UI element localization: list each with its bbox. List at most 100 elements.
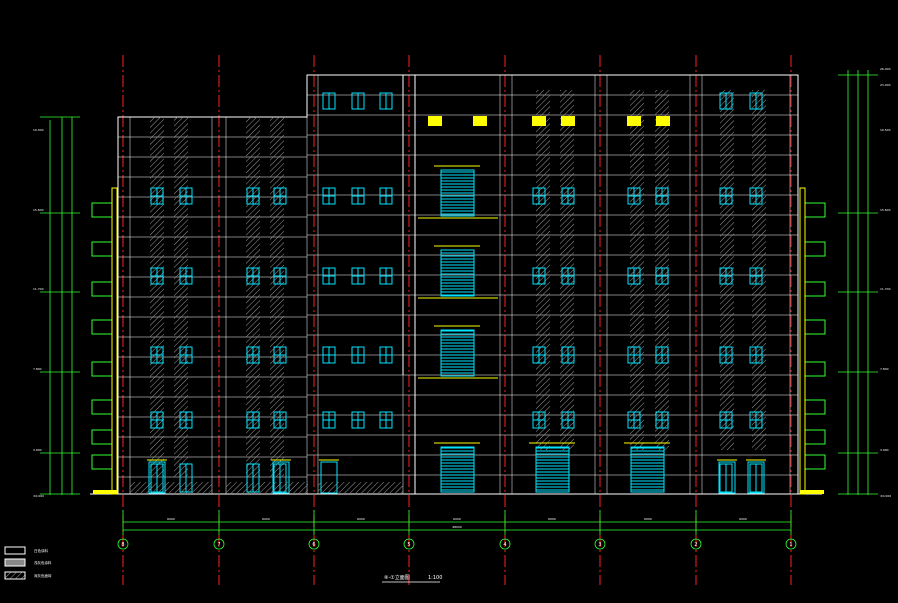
- axis-bubbles: 8 7 6 5 4 3 2 1: [117, 538, 797, 550]
- window: [273, 346, 287, 364]
- svg-text:6000: 6000: [167, 517, 175, 521]
- tile-hatch-column: [752, 90, 766, 450]
- tile-hatch-column: [174, 117, 188, 477]
- axis-bubble: 8: [117, 538, 129, 550]
- window: [655, 187, 669, 205]
- window: [719, 346, 733, 364]
- svg-text:11.700: 11.700: [33, 287, 44, 291]
- window: [627, 411, 641, 429]
- stair-louvers: [418, 165, 498, 379]
- svg-text:6000: 6000: [739, 517, 747, 521]
- window: [351, 92, 365, 110]
- window: [322, 267, 336, 285]
- window: [749, 463, 763, 493]
- window: [749, 187, 763, 205]
- axis-label: 5: [407, 542, 410, 548]
- svg-text:15.600: 15.600: [880, 208, 891, 212]
- window: [322, 411, 336, 429]
- tile-hatch-column: [720, 90, 734, 450]
- window: [322, 92, 336, 110]
- window: [561, 346, 575, 364]
- vertical-dimension-left: [40, 116, 80, 495]
- legend-label-1: 浅灰色涂料: [34, 560, 52, 565]
- window: [179, 187, 193, 205]
- window: [273, 411, 287, 429]
- elevation-marks-right: ±0.000 3.900 7.800 11.700 15.600 19.500 …: [880, 67, 891, 498]
- window: [179, 267, 193, 285]
- window: [150, 346, 164, 364]
- legend-swatch-grey: [4, 558, 26, 567]
- tile-hatch-column: [246, 117, 260, 477]
- title-text: ⑧-①立面图: [384, 574, 410, 581]
- legend-label-0: 白色涂料: [34, 548, 48, 553]
- facade-mullions: [129, 75, 791, 494]
- window: [246, 267, 260, 285]
- window: [322, 346, 336, 364]
- window: [322, 187, 336, 205]
- axis-bubble: 3: [594, 538, 606, 550]
- horizontal-dimension: [122, 510, 792, 535]
- window: [532, 411, 546, 429]
- axis-label: 4: [503, 542, 506, 548]
- svg-text:±0.000: ±0.000: [880, 494, 891, 498]
- axis-label: 7: [217, 542, 220, 548]
- plinth: [130, 482, 403, 493]
- window: [179, 411, 193, 429]
- window: [561, 267, 575, 285]
- legend-swatch-hatch: [4, 571, 26, 580]
- svg-text:6000: 6000: [548, 517, 556, 521]
- window: [179, 346, 193, 364]
- window: [655, 411, 669, 429]
- axis-label: 2: [694, 542, 697, 548]
- window: [627, 346, 641, 364]
- svg-text:±0.000: ±0.000: [33, 494, 44, 498]
- window: [749, 267, 763, 285]
- tile-hatch-column: [560, 90, 574, 450]
- window: [655, 267, 669, 285]
- window: [627, 267, 641, 285]
- svg-text:6000: 6000: [357, 517, 365, 521]
- svg-text:15.600: 15.600: [33, 208, 44, 212]
- window: [749, 346, 763, 364]
- svg-text:7.800: 7.800: [33, 367, 42, 371]
- window: [273, 187, 287, 205]
- window: [719, 92, 733, 110]
- balcony-columns: [93, 187, 824, 495]
- window: [719, 187, 733, 205]
- svg-text:19.500: 19.500: [880, 128, 891, 132]
- window: [379, 267, 393, 285]
- drawing-title: ⑧-①立面图 1:100: [382, 574, 442, 583]
- window: [749, 92, 763, 110]
- axis-bubble: 7: [213, 538, 225, 550]
- elevation-marks-left: ±0.000 3.900 7.800 11.700 15.600 19.500: [33, 128, 44, 498]
- window: [532, 346, 546, 364]
- window: [561, 411, 575, 429]
- window: [627, 187, 641, 205]
- svg-text:7.800: 7.800: [880, 367, 889, 371]
- window: [351, 411, 365, 429]
- axis-bubble: 6: [308, 538, 320, 550]
- window: [351, 267, 365, 285]
- window: [246, 411, 260, 429]
- svg-text:6000: 6000: [262, 517, 270, 521]
- legend-swatch-white: [4, 546, 26, 555]
- window: [719, 463, 733, 493]
- svg-text:23.400: 23.400: [880, 83, 891, 87]
- legend-label-2: 深灰色面砖: [34, 573, 52, 578]
- window: [150, 187, 164, 205]
- svg-text:6000: 6000: [644, 517, 652, 521]
- window: [655, 346, 669, 364]
- legend: 白色涂料 浅灰色涂料 深灰色面砖: [4, 546, 52, 580]
- rolling-doors: [434, 442, 670, 493]
- overall-dimension-label: 48000: [452, 525, 462, 529]
- window: [273, 267, 287, 285]
- svg-text:3.900: 3.900: [880, 448, 889, 452]
- axis-bubble: 2: [690, 538, 702, 550]
- scale-text: 1:100: [428, 575, 442, 581]
- axis-bubble: 4: [499, 538, 511, 550]
- axis-label: 1: [789, 542, 792, 548]
- window: [150, 267, 164, 285]
- roof-accents: [428, 116, 670, 126]
